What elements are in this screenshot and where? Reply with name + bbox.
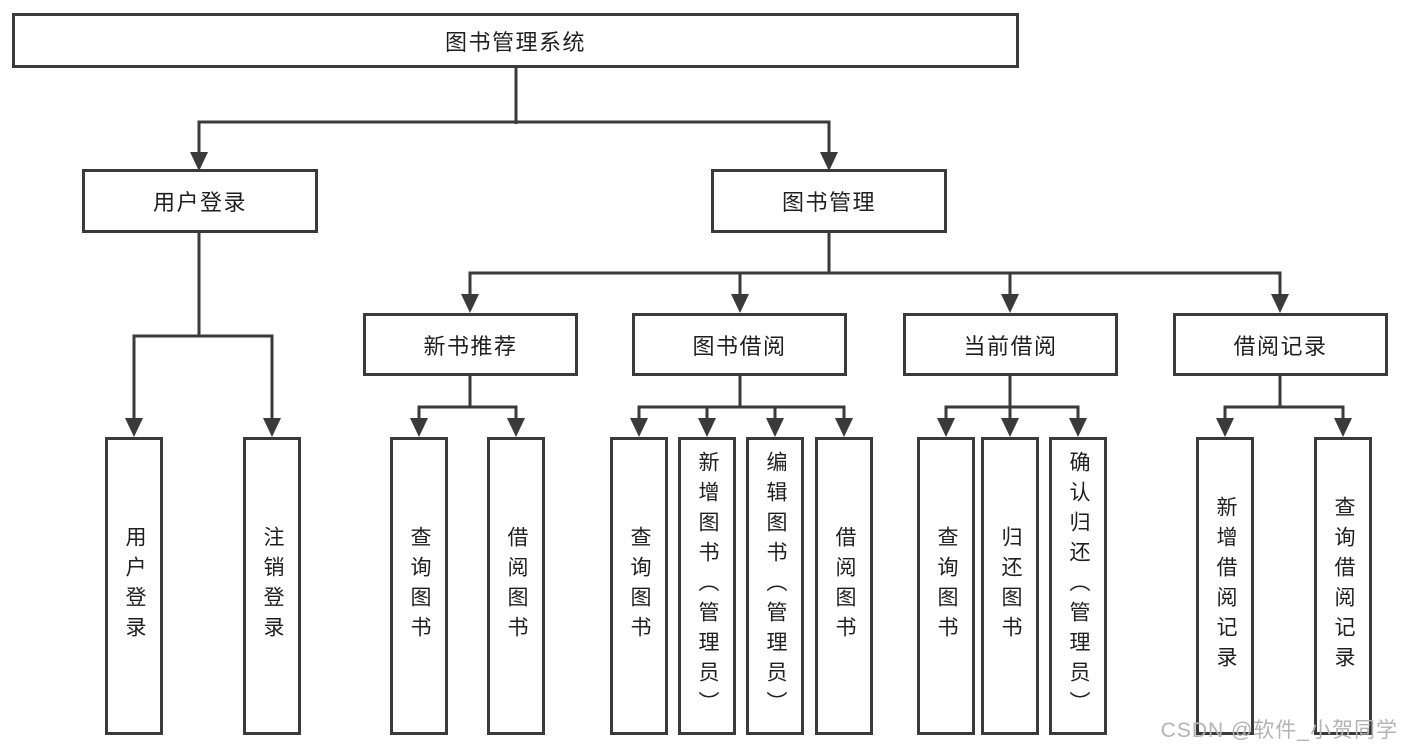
leaf-logout: 注销登录 [243,437,301,735]
leaf-label: 新增借阅记录 [1214,496,1238,676]
leaf-label: 新增图书（管理员） [696,451,720,721]
leaf-label: 注销登录 [261,526,285,646]
leaf-label: 归还图书 [999,526,1023,646]
node-library-management-system: 图书管理系统 [12,13,1019,68]
node-new-book-recommend: 新书推荐 [363,313,578,376]
csdn-watermark: CSDN @软件_小贺同学 [1160,719,1398,742]
node-label: 图书借阅 [692,333,787,359]
leaf-query-books-borrowing: 查询图书 [610,437,668,735]
leaf-label: 编辑图书（管理员） [764,451,788,721]
leaf-label: 查询图书 [628,526,652,646]
leaf-label: 查询图书 [935,526,959,646]
leaf-user-login: 用户登录 [105,437,163,735]
connector-line [132,68,1345,425]
node-label: 当前借阅 [963,333,1058,359]
node-label: 借阅记录 [1233,333,1328,359]
node-book-borrowing: 图书借阅 [632,313,847,376]
leaf-borrow-books-borrowing: 借阅图书 [815,437,873,735]
leaf-label: 借阅图书 [505,526,529,646]
node-label: 图书管理 [781,190,876,215]
leaf-query-borrow-record: 查询借阅记录 [1314,437,1372,735]
node-current-borrowing: 当前借阅 [903,313,1118,376]
leaf-add-book-admin: 新增图书（管理员） [678,437,736,735]
leaf-add-borrow-record: 新增借阅记录 [1196,437,1254,735]
leaf-borrow-books-recommend: 借阅图书 [487,437,545,735]
leaf-return-book: 归还图书 [981,437,1039,735]
node-label: 新书推荐 [423,333,518,359]
leaf-query-books-current: 查询图书 [917,437,975,735]
node-label: 图书管理系统 [444,29,586,55]
node-book-management: 图书管理 [711,169,947,233]
node-borrowing-records: 借阅记录 [1173,313,1388,376]
node-user-login: 用户登录 [82,169,318,233]
arrowhead-icon [125,152,1352,437]
leaf-edit-book-admin: 编辑图书（管理员） [746,437,804,735]
leaf-label: 查询借阅记录 [1332,496,1356,676]
leaf-query-books-recommend: 查询图书 [390,437,448,735]
node-label: 用户登录 [152,190,247,215]
leaf-label: 确认归还（管理员） [1067,451,1091,721]
leaf-label: 查询图书 [408,526,432,646]
leaf-label: 借阅图书 [833,526,857,646]
leaf-confirm-return-admin: 确认归还（管理员） [1049,437,1107,735]
leaf-label: 用户登录 [123,526,147,646]
